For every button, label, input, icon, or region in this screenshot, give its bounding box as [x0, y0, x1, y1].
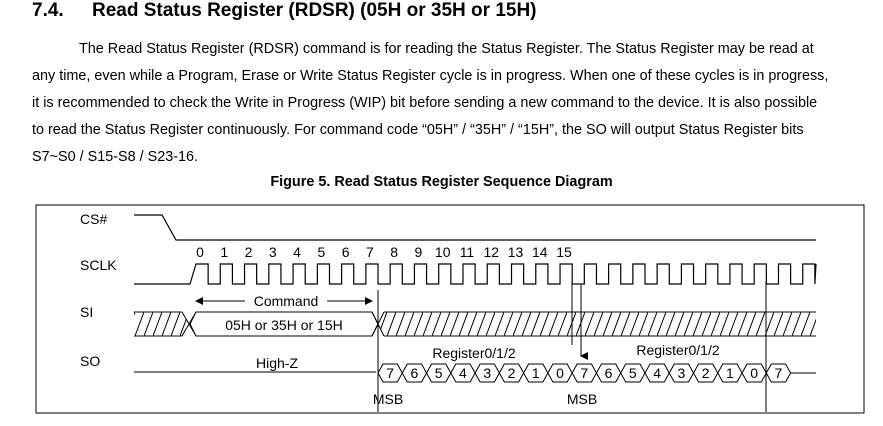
so-bit-number: 1: [726, 365, 734, 381]
section-heading: 7.4. Read Status Register (RDSR) (05H or …: [32, 0, 537, 22]
section-title: Read Status Register (RDSR) (05H or 35H …: [92, 0, 537, 21]
command-label: Command: [254, 293, 319, 309]
clock-number: 3: [269, 244, 277, 260]
so-bit-number: 1: [532, 365, 540, 381]
section-number: 7.4.: [32, 0, 64, 21]
clock-number: 1: [220, 244, 228, 260]
clock-number: 11: [460, 244, 475, 260]
si-waveform: [134, 311, 816, 337]
so-bit-number: 4: [653, 365, 661, 381]
clock-number: 0: [196, 244, 204, 260]
so-bit-number: 0: [556, 365, 564, 381]
figure-caption: Figure 5. Read Status Register Sequence …: [270, 174, 613, 190]
clock-number: 4: [293, 244, 301, 260]
command-value: 05H or 35H or 15H: [225, 317, 343, 333]
so-bit-number: 4: [459, 365, 467, 381]
clock-number: 7: [366, 244, 374, 260]
register-label-2: Register0/1/2: [636, 342, 719, 358]
diagram-frame: [35, 204, 865, 414]
clock-number: 2: [245, 244, 253, 260]
cs-waveform: [134, 214, 816, 241]
msb-label-2: MSB: [567, 391, 597, 407]
paragraph-line: to read the Status Register continuously…: [32, 122, 804, 138]
so-bit-number: 3: [677, 365, 685, 381]
paragraph-line: The Read Status Register (RDSR) command …: [79, 41, 814, 57]
so-highz-label: High-Z: [256, 355, 298, 371]
so-bit-number: 3: [483, 365, 491, 381]
clock-number: 13: [508, 244, 524, 260]
clock-number: 10: [435, 244, 451, 260]
paragraph-line: it is recommended to check the Write in …: [32, 95, 818, 111]
so-bit-number: 6: [411, 365, 419, 381]
so-bit-number: 2: [702, 365, 710, 381]
so-bit-number: 2: [508, 365, 516, 381]
so-bit-number: 5: [629, 365, 637, 381]
paragraph-line: any time, even while a Program, Erase or…: [32, 68, 829, 84]
so-bit-number: 5: [435, 365, 443, 381]
signal-label-sclk: SCLK: [80, 257, 117, 273]
so-bit-number: 7: [386, 365, 394, 381]
register-label-1: Register0/1/2: [432, 345, 515, 361]
clock-number: 5: [317, 244, 325, 260]
signal-label-cs: CS#: [80, 211, 107, 227]
paragraph-line: S7~S0 / S15-S8 / S23-16.: [32, 149, 198, 165]
sclk-waveform: [134, 263, 817, 285]
so-bit-number: 6: [605, 365, 613, 381]
so-bit-number: 7: [775, 365, 783, 381]
body-paragraph: The Read Status Register (RDSR) command …: [32, 36, 868, 171]
clock-number: 14: [532, 244, 548, 260]
msb-label-1: MSB: [373, 391, 403, 407]
sclk-line: [134, 263, 817, 285]
clock-number: 12: [483, 244, 499, 260]
so-bit-number: 7: [580, 365, 588, 381]
so-bit-number: 0: [750, 365, 758, 381]
clock-number: 6: [342, 244, 350, 260]
signal-label-so: SO: [80, 353, 100, 369]
clock-number: 15: [556, 244, 572, 260]
signal-label-si: SI: [80, 304, 93, 320]
clock-number: 9: [415, 244, 423, 260]
clock-number: 8: [390, 244, 398, 260]
